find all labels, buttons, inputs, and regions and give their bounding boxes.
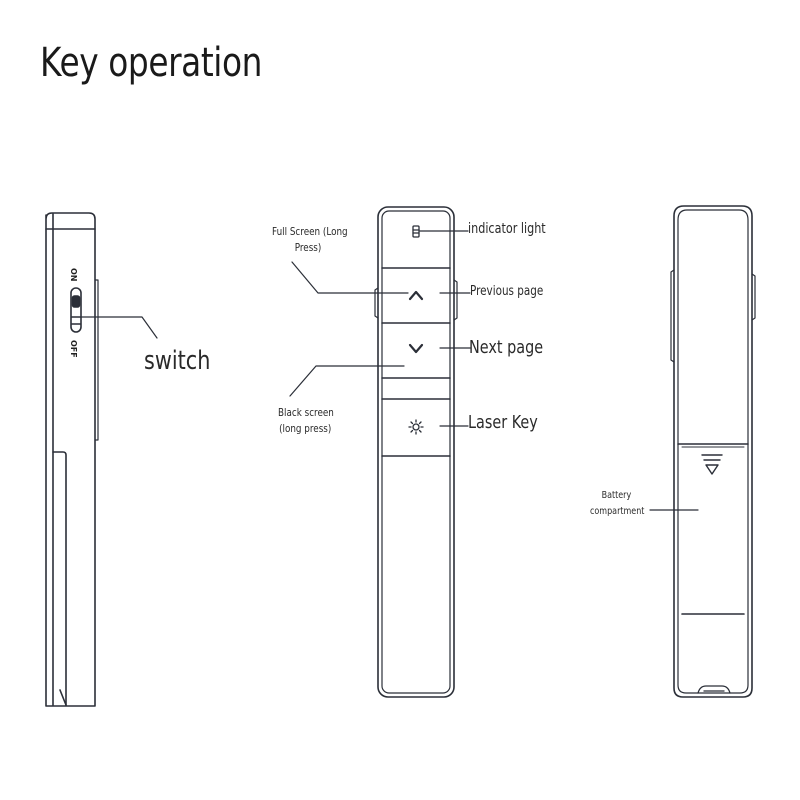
indicator-light-icon <box>412 225 420 238</box>
battery-label-line2: compartment <box>590 506 645 517</box>
switch-on-label: ON <box>69 268 78 282</box>
battery-compartment-label: Battery compartment <box>590 488 645 520</box>
black-screen-label: Black screen (long press) <box>278 405 334 437</box>
laser-key-label: Laser Key <box>468 412 538 433</box>
switch-leader-line <box>80 316 158 339</box>
full-screen-label-line2: Press) <box>294 241 322 254</box>
next-page-label: Next page <box>469 337 544 358</box>
page-title: Key operation <box>40 40 263 86</box>
next-page-button[interactable] <box>383 324 449 377</box>
black-screen-label-line2: (long press) <box>279 422 332 435</box>
chevron-down-icon <box>408 343 424 354</box>
power-switch[interactable] <box>70 287 82 333</box>
front-leader-lines <box>289 230 471 427</box>
previous-page-button[interactable] <box>383 269 449 322</box>
battery-cover-arrow-icon <box>701 454 723 475</box>
black-screen-label-line1: Black screen <box>278 406 334 419</box>
laser-key-button[interactable] <box>383 400 449 455</box>
battery-label-line1: Battery <box>601 490 632 501</box>
switch-label: switch <box>144 346 211 376</box>
back-view-device <box>670 205 756 698</box>
front-view-device <box>374 206 458 698</box>
indicator-light-label: indicator light <box>468 221 546 237</box>
side-view-device <box>45 212 99 707</box>
switch-off-label: OFF <box>69 340 78 358</box>
previous-page-label: Previous page <box>470 284 544 299</box>
sun-icon <box>408 419 424 435</box>
full-screen-label: Full Screen (Long Press) <box>272 224 348 256</box>
full-screen-label-line1: Full Screen (Long <box>272 225 348 238</box>
chevron-up-icon <box>408 290 424 301</box>
